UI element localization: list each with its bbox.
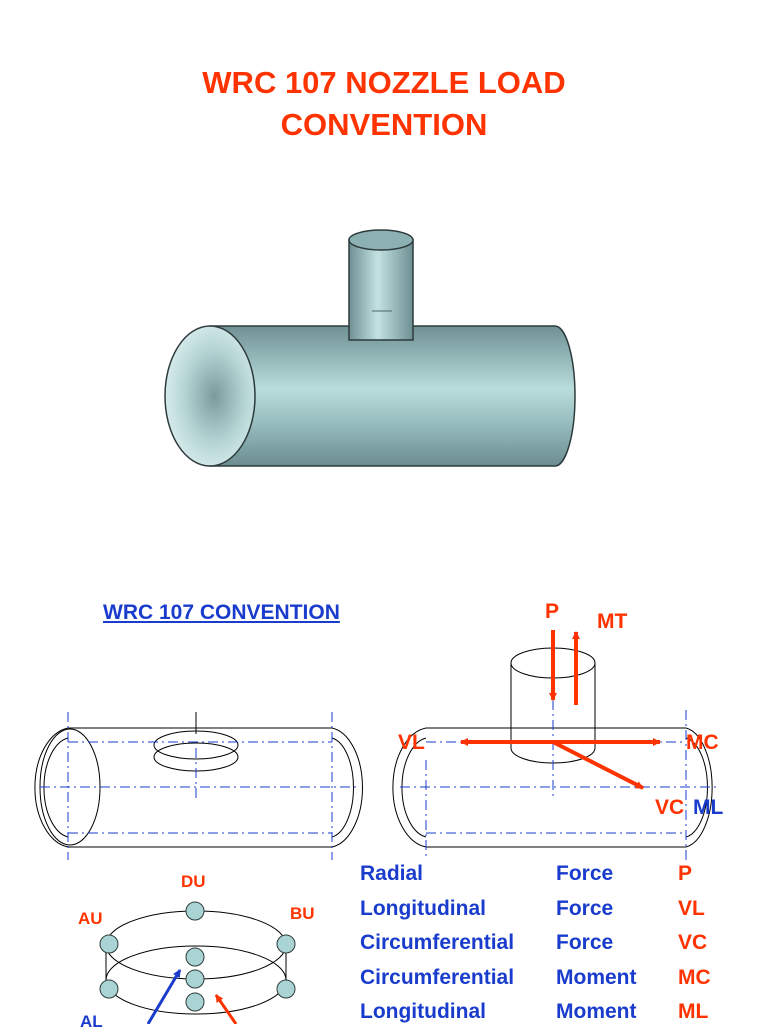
- legend-symbol: MC: [678, 965, 711, 989]
- page-title: WRC 107 NOZZLE LOAD CONVENTION: [0, 62, 768, 146]
- point-bl: [276, 979, 296, 999]
- convention-line-drawings: [34, 630, 720, 1024]
- convention-section-title: WRC 107 CONVENTION: [103, 601, 340, 624]
- point-du: [185, 901, 205, 921]
- label-bu: BU: [290, 904, 315, 923]
- al-pointer-arrow: [146, 969, 182, 1024]
- legend-direction: Circumferential: [360, 965, 515, 989]
- label-du: DU: [181, 872, 206, 891]
- nozzle-body: [348, 239, 414, 341]
- point-bu: [276, 934, 296, 954]
- legend-direction: Radial: [360, 862, 424, 885]
- vc-arrow: [552, 740, 644, 790]
- legend-load-type: Force: [556, 931, 614, 954]
- label-mt: MT: [597, 610, 628, 633]
- label-p: P: [545, 600, 560, 623]
- left-shell-drawing: [34, 712, 363, 848]
- title-line-1: WRC 107 NOZZLE LOAD: [202, 65, 566, 100]
- label-al: AL: [80, 1012, 103, 1031]
- pipe-with-nozzle-3d-illustration: [164, 229, 576, 467]
- legend-direction: Longitudinal: [360, 1000, 486, 1023]
- point-au: [99, 934, 119, 954]
- legend-load-type: Moment: [556, 1000, 637, 1023]
- legend-symbol: VL: [678, 896, 705, 920]
- left-shell-centerlines: [40, 712, 360, 860]
- legend-load-type: Force: [556, 896, 614, 920]
- point-al: [99, 979, 119, 999]
- shell-open-end: [164, 325, 256, 467]
- label-mc: MC: [686, 731, 719, 754]
- legend-symbol: VC: [678, 931, 708, 954]
- label-vl: VL: [398, 731, 425, 754]
- label-au: AU: [78, 909, 103, 928]
- legend-load-type: Force: [556, 862, 614, 885]
- legend-direction: Longitudinal: [360, 896, 486, 920]
- legend-direction: Circumferential: [360, 931, 515, 954]
- legend-load-type: Moment: [556, 965, 637, 989]
- label-ml: ML: [693, 796, 724, 819]
- right-shell-centerlines: [400, 700, 720, 860]
- title-line-2: CONVENTION: [280, 107, 488, 142]
- shell-body: [209, 325, 576, 467]
- cl-pointer-arrow: [214, 994, 238, 1024]
- legend-symbol: ML: [678, 1000, 709, 1023]
- load-arrows: [460, 630, 661, 790]
- nozzle-top-opening: [348, 229, 414, 251]
- stress-point-markers: [99, 901, 296, 1012]
- legend-symbol: P: [678, 862, 693, 885]
- label-vc: VC: [655, 796, 685, 819]
